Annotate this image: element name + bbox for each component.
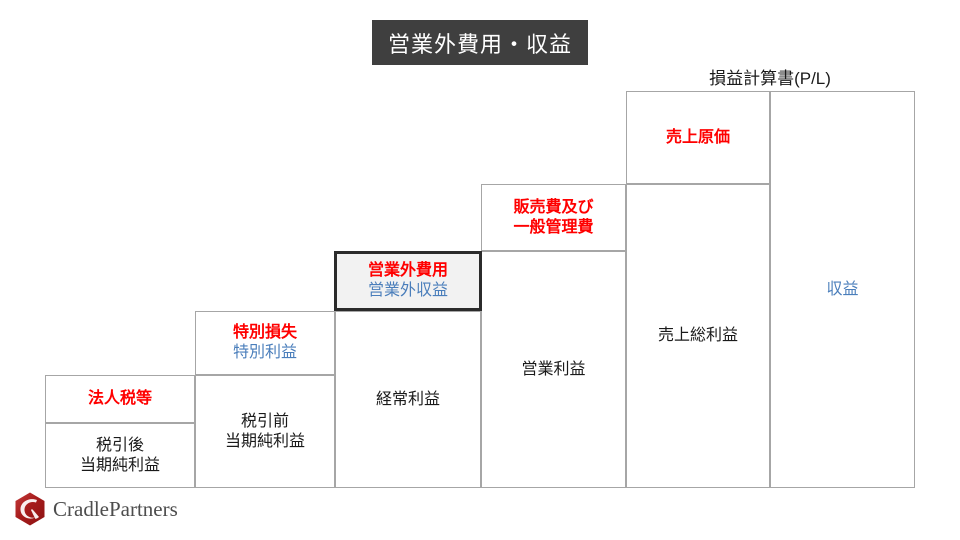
box-extraordinary-loss-gain: 特別損失 特別利益 xyxy=(195,311,335,375)
title-banner: 営業外費用・収益 xyxy=(372,20,588,65)
cost-of-sales-label: 売上原価 xyxy=(665,128,730,146)
corporate-tax-label: 法人税等 xyxy=(87,390,152,407)
extraordinary-gain-label: 特別利益 xyxy=(232,344,297,361)
box-operating-income: 営業利益 xyxy=(481,251,626,488)
box-cost-of-sales: 売上原価 xyxy=(626,91,770,184)
box-pretax-net-income: 税引前 当期純利益 xyxy=(195,375,335,488)
pretax-net-income-label-line1: 税引前 xyxy=(240,412,289,430)
revenue-label: 収益 xyxy=(826,280,859,298)
gross-profit-label: 売上総利益 xyxy=(657,327,738,344)
box-corporate-tax: 法人税等 xyxy=(45,375,195,423)
sga-expenses-label-line2: 一般管理費 xyxy=(513,218,594,236)
sga-expenses-label-line1: 販売費及び xyxy=(513,198,594,216)
non-operating-revenue-label: 営業外収益 xyxy=(367,282,448,299)
non-operating-expense-label: 営業外費用 xyxy=(367,262,448,279)
after-tax-net-income-label-line1: 税引後 xyxy=(95,436,144,454)
extraordinary-loss-label: 特別損失 xyxy=(232,324,297,341)
pl-statement-header: 損益計算書(P/L) xyxy=(709,69,831,88)
hexagon-swirl-icon xyxy=(15,492,45,526)
box-revenue: 収益 xyxy=(770,91,915,488)
title-banner-label: 営業外費用・収益 xyxy=(387,31,572,57)
company-logo: CradlePartners xyxy=(14,492,178,526)
after-tax-net-income-label-line2: 当期純利益 xyxy=(79,456,160,474)
pretax-net-income-label-line2: 当期純利益 xyxy=(224,432,305,450)
box-after-tax-net-income: 税引後 当期純利益 xyxy=(45,423,195,488)
box-ordinary-income: 経常利益 xyxy=(335,311,481,488)
box-sga-expenses: 販売費及び 一般管理費 xyxy=(481,184,626,251)
company-logo-text: CradlePartners xyxy=(53,496,178,521)
box-gross-profit: 売上総利益 xyxy=(626,184,770,488)
box-non-operating-expense-revenue: 営業外費用 営業外収益 xyxy=(334,251,482,311)
ordinary-income-label: 経常利益 xyxy=(375,390,440,408)
operating-income-label: 営業利益 xyxy=(521,360,586,378)
